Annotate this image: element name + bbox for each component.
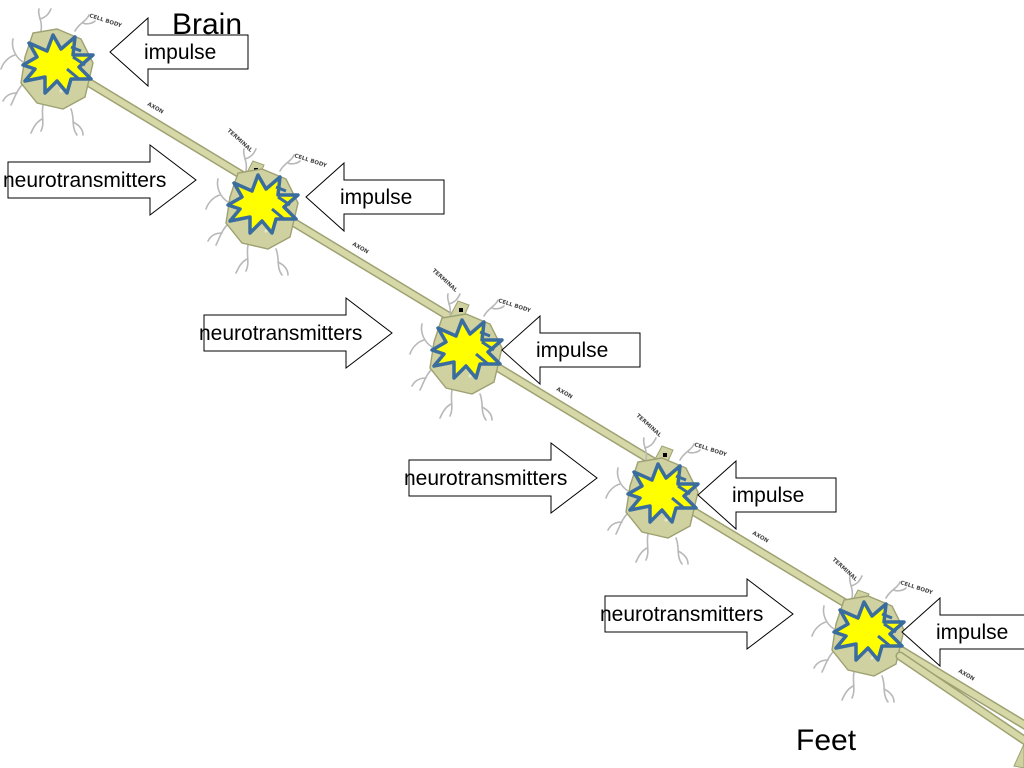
brain-label: Brain <box>172 8 243 41</box>
impulse-label: impulse <box>732 484 804 507</box>
impulse-label: impulse <box>340 186 412 209</box>
feet-label: Feet <box>796 724 857 757</box>
neurotransmitter-arrow-4: neurotransmitters <box>600 578 794 650</box>
impulse-label: impulse <box>536 339 608 362</box>
terminal-label: TERMINAL <box>226 128 254 154</box>
neurotransmitters-label: neurotransmitters <box>600 603 763 626</box>
impulse-label: impulse <box>144 41 216 64</box>
neuron-3: CELL BODY AXON TERMINAL <box>410 294 673 488</box>
trailing-axon <box>895 651 1024 768</box>
terminal-label: TERMINAL <box>431 268 459 294</box>
terminal-label: TERMINAL <box>635 413 663 439</box>
neuron-cell <box>410 294 673 488</box>
impulse-arrow-1: impulse <box>109 17 249 87</box>
neurotransmitters-label: neurotransmitters <box>404 467 567 490</box>
impulse-arrow-5: impulse <box>901 596 1024 668</box>
neurotransmitter-arrow-2: neurotransmitters <box>199 297 393 369</box>
terminal-label: TERMINAL <box>831 557 859 583</box>
neurotransmitter-arrow-1: neurotransmitters <box>3 144 197 216</box>
impulse-arrow-4: impulse <box>697 460 837 530</box>
impulse-arrow-3: impulse <box>501 315 641 385</box>
neurotransmitters-label: neurotransmitters <box>3 169 166 192</box>
impulse-arrow-2: impulse <box>305 162 445 232</box>
neurotransmitter-arrow-3: neurotransmitters <box>404 442 598 514</box>
impulse-label: impulse <box>936 621 1008 644</box>
neurotransmitters-label: neurotransmitters <box>199 322 362 345</box>
